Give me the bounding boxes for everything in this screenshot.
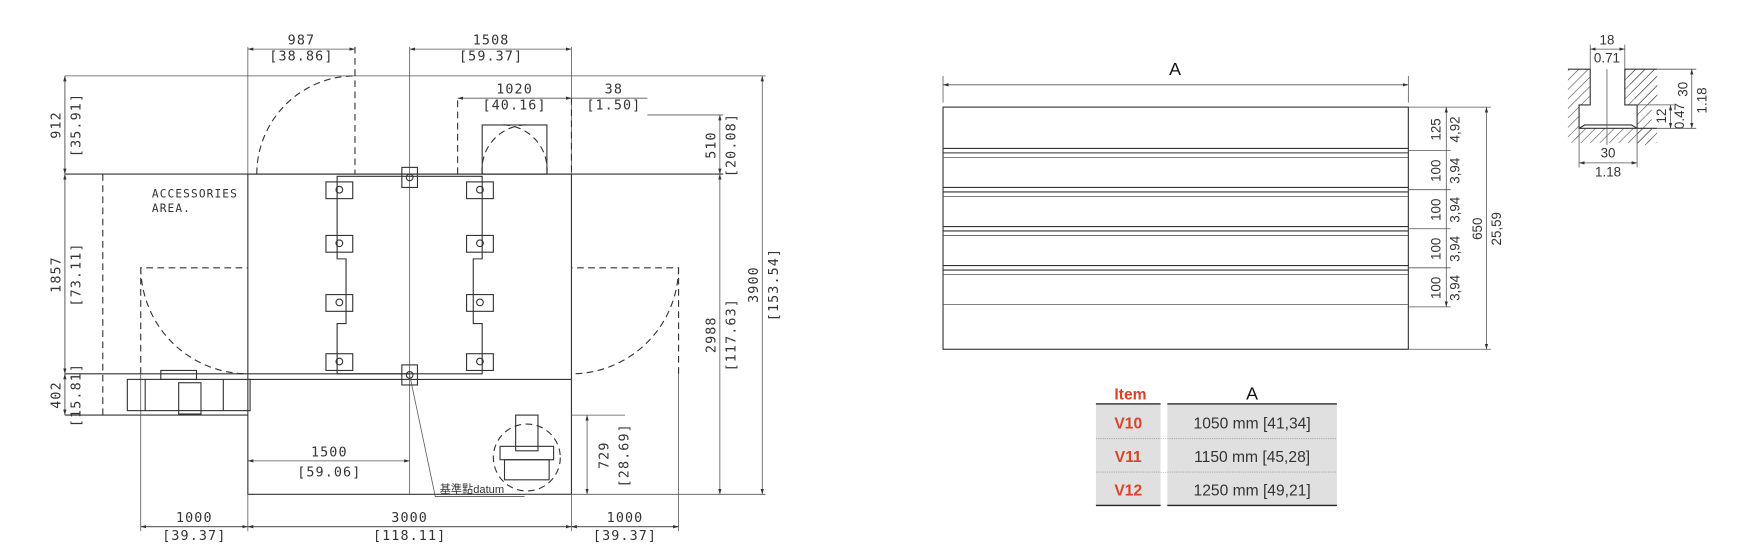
slot-top-width-mm: 18 xyxy=(1600,33,1615,48)
dim-987-in: [38.86] xyxy=(269,49,333,64)
row-a: 1150 mm [45,28] xyxy=(1194,449,1310,466)
dim-729: 729 xyxy=(597,442,612,470)
slot-depth-total-mm: 30 xyxy=(1675,82,1690,97)
dim-510-in: [20.08] xyxy=(724,113,739,177)
slot-depth-total-in: 1.18 xyxy=(1694,87,1709,113)
slot-bottom-width-in: 1.18 xyxy=(1595,164,1621,179)
width-label-a: A xyxy=(1169,59,1181,79)
dim-912-in: [35.91] xyxy=(69,93,84,157)
slot-dim-mm: 100 xyxy=(1429,160,1444,182)
slot-dim-in: 3,94 xyxy=(1448,157,1463,184)
total-dim-mm: 650 xyxy=(1470,218,1485,240)
slot-dim-in: 3,94 xyxy=(1448,235,1463,262)
slot-depth-lower-in: 0.47 xyxy=(1672,103,1687,129)
row-a: 1250 mm [49,21] xyxy=(1194,482,1311,499)
table-row: V12 1250 mm [49,21] xyxy=(1114,482,1310,499)
dim-1857: 1857 xyxy=(49,256,64,293)
row-item: V12 xyxy=(1114,482,1142,499)
dim-38-in: [1.50] xyxy=(586,98,641,113)
slot-depth-lower-mm: 12 xyxy=(1654,109,1669,124)
dim-402-in: [15.81] xyxy=(69,363,84,427)
dim-3900-in: [153.54] xyxy=(767,248,782,321)
slot-dim-mm: 125 xyxy=(1429,118,1444,140)
dim-1000-left: 1000 xyxy=(176,511,213,526)
slot-dim-in: 4,92 xyxy=(1448,116,1463,142)
dim-3000: 3000 xyxy=(391,511,428,526)
dim-1000-right-in: [39.37] xyxy=(593,529,657,544)
total-dim-in: 25,59 xyxy=(1489,212,1504,245)
robot-unit-right xyxy=(492,414,561,492)
row-a: 1050 mm [41,34] xyxy=(1194,415,1311,432)
slot-top-width-in: 0.71 xyxy=(1594,50,1620,65)
slot-dim-in: 3,94 xyxy=(1448,196,1463,223)
dim-1508: 1508 xyxy=(473,34,510,49)
dim-3000-in: [118.11] xyxy=(373,529,446,544)
machine-layout: 基準點datum ACCESSORIES AREA. 987 [38.86] 1… xyxy=(49,34,781,544)
slot-bottom-width-mm: 30 xyxy=(1601,145,1616,160)
dim-987: 987 xyxy=(288,34,316,49)
table-row: V11 1150 mm [45,28] xyxy=(1115,449,1310,466)
slot-dim-mm: 100 xyxy=(1429,277,1444,299)
table-row: V10 1050 mm [41,34] xyxy=(1114,415,1310,432)
dim-912: 912 xyxy=(49,111,64,139)
t-slots xyxy=(943,147,1409,306)
dim-1020-in: [40.16] xyxy=(482,98,546,113)
dim-3900: 3900 xyxy=(747,266,762,303)
dim-1020: 1020 xyxy=(496,83,533,98)
dim-1500: 1500 xyxy=(311,445,348,460)
accessories-label: AREA. xyxy=(152,202,191,215)
dim-2988: 2988 xyxy=(704,316,719,353)
dim-402: 402 xyxy=(49,381,64,409)
slot-dim-mm: 100 xyxy=(1429,199,1444,221)
work-table xyxy=(336,175,483,375)
dim-1857-in: [73.11] xyxy=(69,242,84,306)
row-item: V10 xyxy=(1114,415,1142,432)
accessories-label: ACCESSORIES xyxy=(152,188,238,201)
slot-dim-in: 3,94 xyxy=(1448,274,1463,301)
size-table: Item A V10 1050 mm [41,34] V11 1150 mm [… xyxy=(1095,383,1337,507)
header-item: Item xyxy=(1114,386,1146,403)
clamp-brackets xyxy=(325,166,494,386)
t-slot-table-plate: A 125 4,92 100 3,94 100 3,94 100 3,94 10… xyxy=(942,59,1504,350)
dim-510: 510 xyxy=(704,131,719,159)
datum-label: 基準點datum xyxy=(440,482,504,496)
header-a: A xyxy=(1246,383,1258,403)
dim-1000-right: 1000 xyxy=(607,511,644,526)
dim-38: 38 xyxy=(605,83,623,98)
slot-dim-mm: 100 xyxy=(1429,238,1444,260)
dim-1000-left-in: [39.37] xyxy=(162,529,226,544)
row-item: V11 xyxy=(1115,449,1142,466)
dim-2988-in: [117.63] xyxy=(724,298,739,371)
t-slot-profile: 18 0.71 30 1.18 12 0.47 30 1.18 xyxy=(1567,33,1709,179)
robot-unit-left xyxy=(126,369,251,415)
dim-729-in: [28.69] xyxy=(617,423,632,487)
dim-1500-in: [59.06] xyxy=(297,465,361,480)
dim-1508-in: [59.37] xyxy=(459,49,523,64)
